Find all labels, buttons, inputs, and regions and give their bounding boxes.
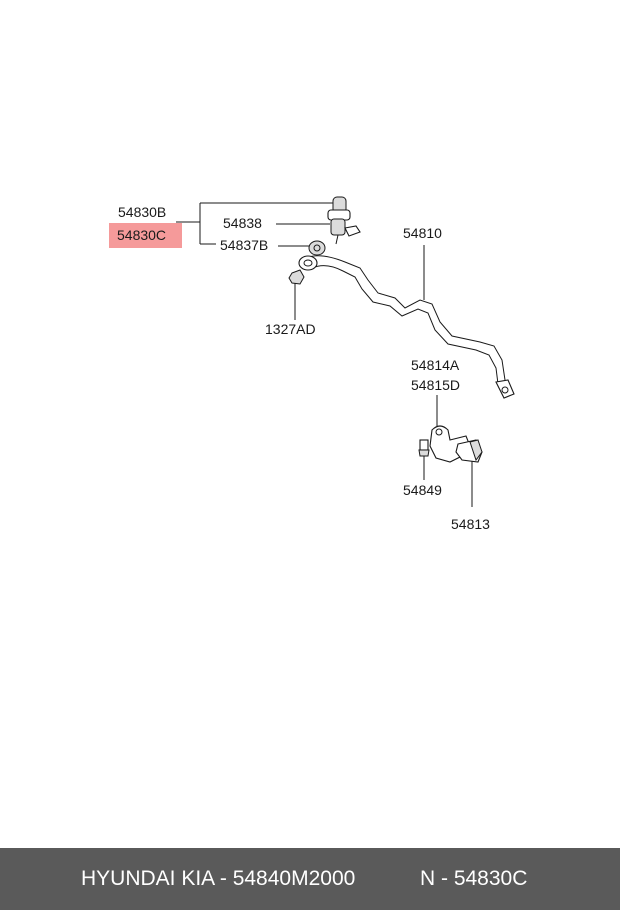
label-54814A: 54814A (411, 357, 460, 373)
footer-bar: HYUNDAI KIA - 54840M2000 N - 54830C (0, 848, 620, 910)
label-1327AD: 1327AD (265, 321, 316, 337)
footer-brand-part-number: HYUNDAI KIA - 54840M2000 (81, 867, 356, 890)
label-54813: 54813 (451, 516, 490, 532)
stabilizer-bar (298, 255, 515, 399)
footer-highlighted-part: N - 54830C (420, 867, 528, 890)
highlight-box (109, 223, 182, 248)
link-bushing (308, 240, 326, 256)
parts-diagram: 54830B 54830C 54838 54837B 54810 1327AD … (109, 196, 515, 532)
bar-bushing (455, 439, 483, 463)
nut (288, 269, 305, 285)
label-54838: 54838 (223, 215, 262, 231)
leader-lines (176, 202, 473, 507)
bolt (418, 439, 430, 460)
label-54830C: 54830C (117, 227, 166, 243)
label-54837B: 54837B (220, 237, 268, 253)
label-54810: 54810 (403, 225, 442, 241)
stabilizer-link (327, 196, 361, 245)
label-54830B: 54830B (118, 204, 166, 220)
label-54815D: 54815D (411, 377, 460, 393)
label-54849: 54849 (403, 482, 442, 498)
